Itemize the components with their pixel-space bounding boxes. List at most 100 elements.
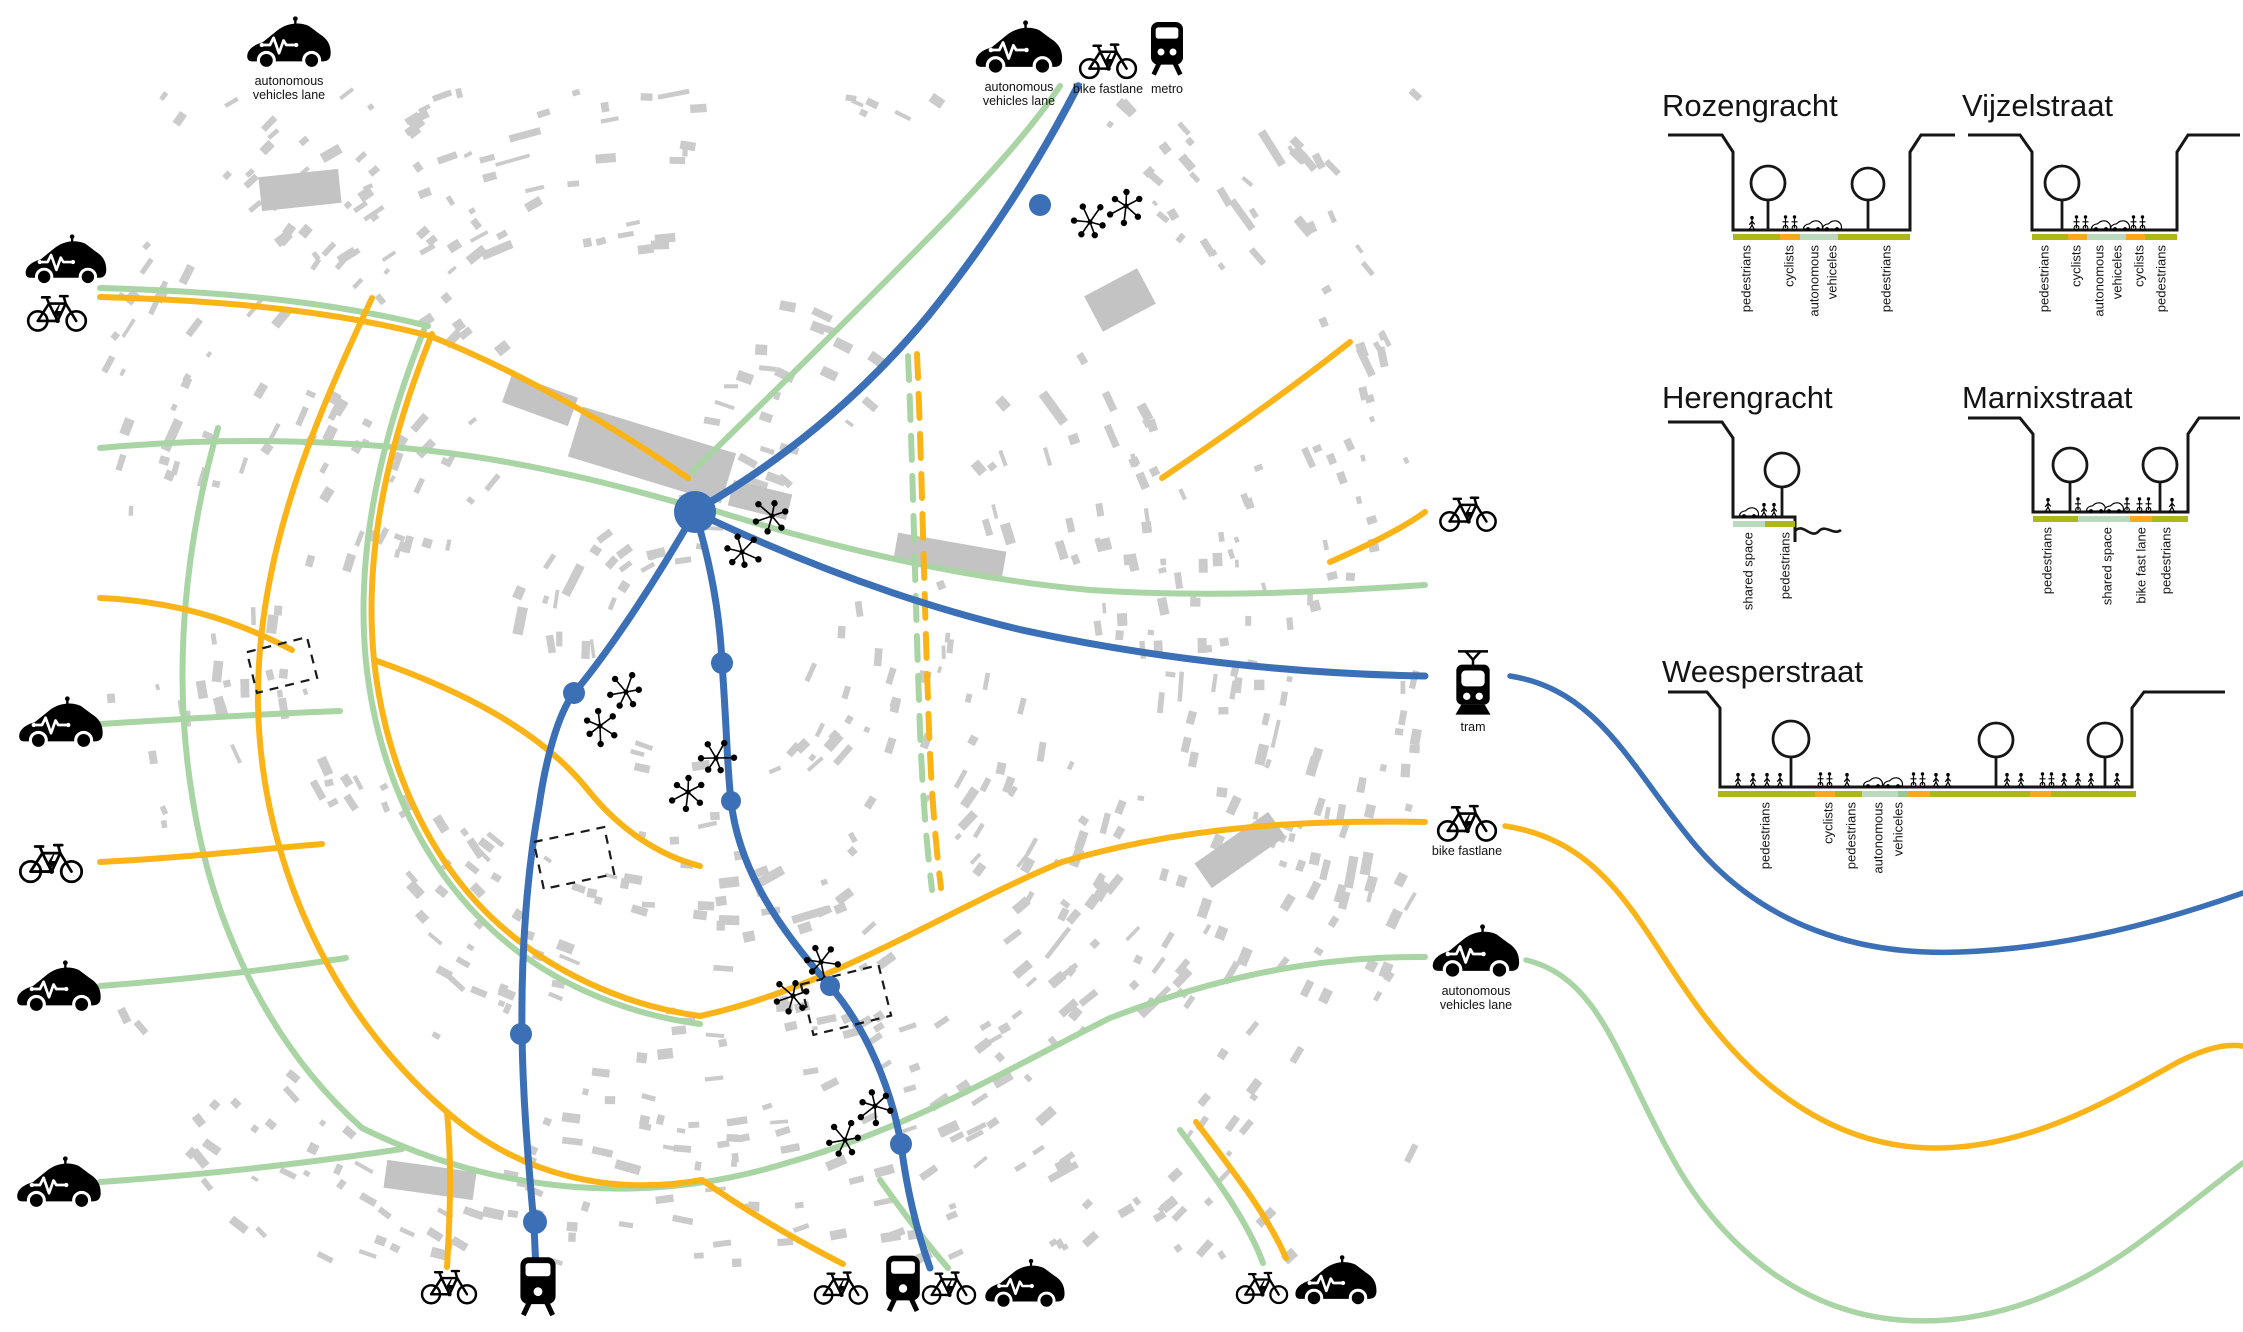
metro-station-dot [1029, 194, 1051, 216]
bike-fastlane-route [699, 1177, 846, 1267]
icon-label: metro [1057, 82, 1277, 97]
tram-icon [1448, 646, 1498, 720]
autonomous-lane-route [905, 353, 935, 893]
bike-fastlane-route [444, 1109, 454, 1270]
tree-icon [1977, 721, 2015, 759]
lane-band [2130, 516, 2152, 522]
lane-band [1930, 791, 2030, 797]
lane-band [1718, 791, 1815, 797]
lane-label: pedestrians [1879, 245, 1894, 313]
lane-band [2152, 516, 2188, 522]
lane-label: autonomous [1871, 802, 1886, 874]
lane-band [1862, 791, 1898, 797]
bike-fastlane-route [97, 841, 325, 865]
tree-icon [1749, 164, 1787, 202]
street-figures [1734, 772, 2121, 788]
autonomous-vehicle-icon [982, 1258, 1068, 1314]
bike-fastlane-route [427, 333, 691, 481]
icon-label-line: autonomous [254, 74, 324, 88]
bike-fastlane-icon [420, 1262, 478, 1308]
autonomous-vehicle-icon [1428, 924, 1524, 984]
drone-icon [1070, 188, 1143, 239]
drone-icon [826, 1089, 894, 1157]
lane-band [1800, 234, 1838, 240]
lane-label: cyclists [2069, 245, 2084, 287]
autonomous-vehicle-icon [972, 20, 1066, 80]
tree-icon [2043, 164, 2081, 202]
tree-icon [2141, 446, 2179, 484]
lane-label: pedestrians [2159, 527, 2174, 595]
street-figures [1738, 502, 1778, 518]
tree-icon [1771, 719, 1811, 759]
bike-fastlane-route [1327, 509, 1428, 565]
bike-fastlane-route [371, 657, 703, 869]
metro-line [691, 508, 1429, 680]
autonomous-vehicle-icon [12, 960, 106, 1018]
section-title-herengracht: Herengracht [1662, 380, 1833, 415]
bike-fastlane-route [368, 331, 703, 1019]
autonomous-vehicle-icon [20, 234, 112, 290]
street-profile [1668, 133, 1955, 232]
tree-icon [1850, 166, 1886, 202]
canal-wave [1794, 527, 1842, 535]
icon-label: bike fastlane [1357, 844, 1577, 859]
autonomous-lane-route [1177, 1127, 1266, 1266]
metro-station-dot [563, 682, 585, 704]
section-title-weesperstraat: Weesperstraat [1662, 654, 1864, 689]
bike-fastlane-route [914, 351, 944, 891]
metro-icon [516, 1254, 560, 1322]
bike-fastlane-icon [1235, 1264, 1289, 1308]
route-network [97, 82, 1429, 1274]
flow-line-green [1523, 957, 2243, 1324]
flow-line-yellow [1502, 823, 2243, 1151]
section-title-marnixstraat: Marnixstraat [1962, 380, 2133, 415]
lane-band [1765, 521, 1795, 527]
autonomous-lane-route [97, 708, 343, 727]
lane-band [1733, 234, 1780, 240]
lane-band [2068, 234, 2087, 240]
lane-label: shared space [2100, 527, 2115, 605]
section-title-rozengracht: Rozengracht [1662, 88, 1838, 123]
autonomous-lane-route [359, 953, 1428, 1192]
metro-station-dot [721, 791, 741, 811]
icon-label-line: vehicles lane [1439, 997, 1513, 1012]
street-profile [1668, 690, 2225, 789]
autonomous-lane-route [97, 285, 431, 329]
lane-label: cyclists [1782, 245, 1797, 287]
lane-band [1835, 791, 1862, 797]
bike-fastlane-icon [1078, 36, 1138, 82]
lane-label: pedestrians [1739, 245, 1754, 313]
tree-icon [1763, 451, 1801, 489]
icon-label-line: tram [1460, 720, 1486, 734]
tree-icon [2086, 721, 2124, 759]
icon-label-line: bike fastlane [1072, 82, 1144, 96]
street-figures [2073, 215, 2146, 231]
metro-icon [1147, 18, 1187, 82]
bike-fastlane-route [1193, 1119, 1289, 1261]
lane-band [2030, 791, 2051, 797]
lane-label: pedestrians [1778, 532, 1793, 600]
lane-band [2126, 234, 2145, 240]
autonomous-vehicle-icon [1292, 1254, 1380, 1312]
lane-label: pedestrians [2154, 245, 2169, 313]
lane-band [1898, 791, 1908, 797]
icon-label-line: autonomous [1441, 984, 1511, 998]
autonomous-lane-route [694, 502, 1428, 597]
lane-band [1733, 521, 1765, 527]
autonomous-lane-route [360, 327, 703, 1027]
drone-icon [773, 944, 842, 1015]
lane-band [1780, 234, 1800, 240]
autonomous-lane-route [97, 955, 349, 989]
autonomous-lane-route [179, 425, 365, 1131]
bike-fastlane-route [97, 595, 295, 653]
tree-icon [2051, 446, 2089, 484]
lane-band [2078, 516, 2130, 522]
bike-fastlane-route [1159, 339, 1353, 481]
